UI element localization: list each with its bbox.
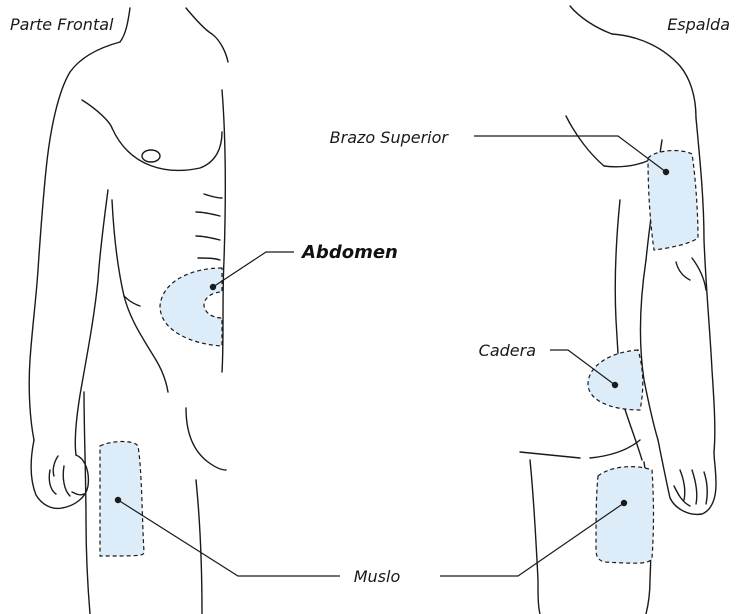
hip-zone — [588, 350, 643, 410]
abdomen-label: Abdomen — [300, 242, 398, 263]
front-thigh-leader — [118, 500, 340, 576]
abdomen-leader — [213, 252, 294, 287]
back-thigh-zone — [596, 467, 654, 564]
back-view-label: Espalda — [667, 15, 730, 34]
hip-label: Cadera — [479, 341, 536, 360]
upper-arm-label: Brazo Superior — [330, 128, 450, 147]
thigh-label: Muslo — [354, 567, 401, 586]
upper-arm-leader — [474, 136, 666, 172]
front-view-label: Parte Frontal — [10, 15, 114, 34]
upper-arm-zone — [648, 151, 698, 250]
front-thigh-zone — [100, 442, 144, 557]
abdomen-zone — [160, 268, 222, 346]
